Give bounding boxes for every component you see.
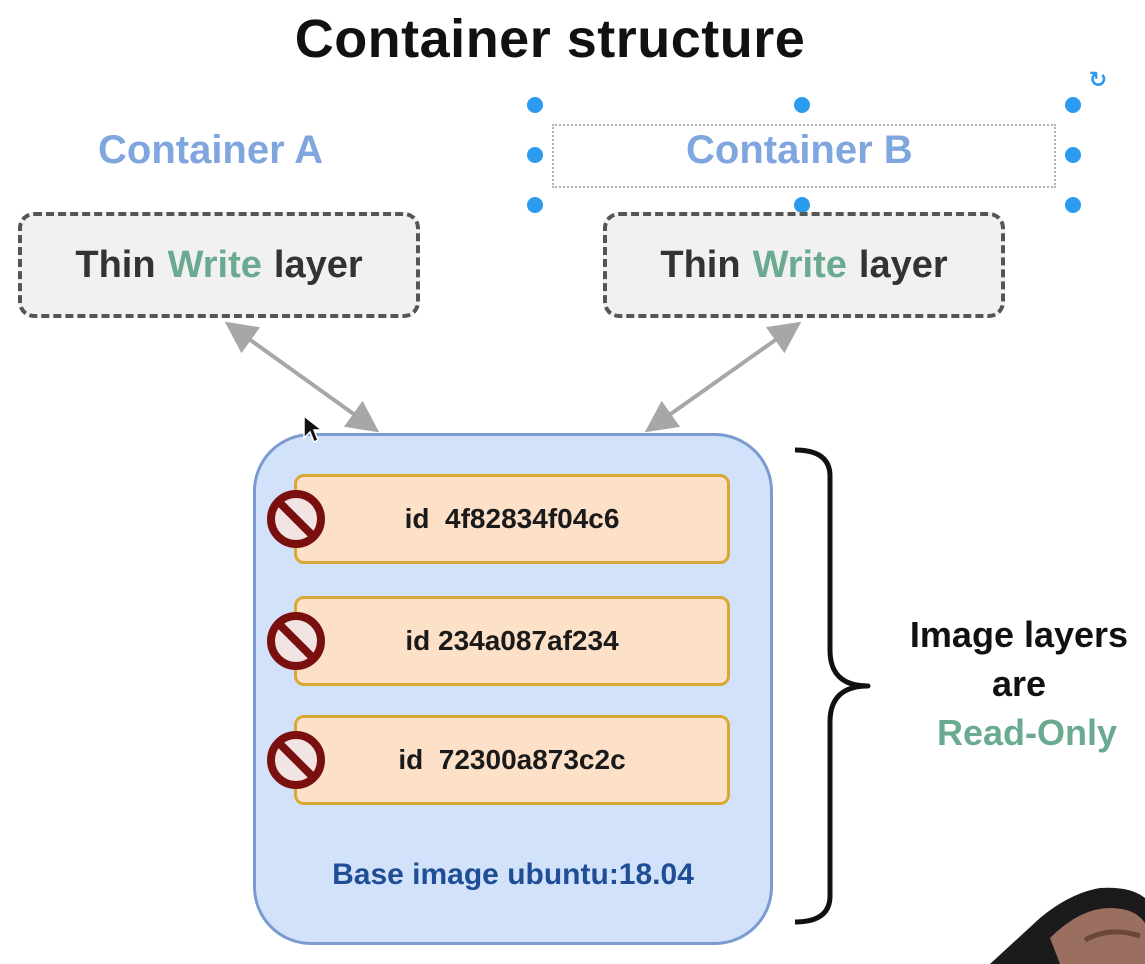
rotate-handle-icon[interactable]: ↻ <box>1088 67 1108 92</box>
arrow-container-b-to-image <box>644 321 802 433</box>
resize-handle-top[interactable] <box>794 97 810 113</box>
resize-handle-bottom-left[interactable] <box>527 197 543 213</box>
no-entry-icon <box>267 731 325 789</box>
image-layer: id 72300a873c2c <box>294 715 730 805</box>
write-layer-suffix: layer <box>273 243 363 286</box>
image-layer: id 234a087af234 <box>294 596 730 686</box>
caption-read-only: Read-Only <box>936 712 1118 753</box>
resize-handle-bottom[interactable] <box>794 197 810 213</box>
selection-box[interactable] <box>552 124 1056 188</box>
no-entry-icon <box>267 490 325 548</box>
no-entry-icon <box>267 612 325 670</box>
resize-handle-right[interactable] <box>1065 147 1081 163</box>
image-layers-caption: Image layers are Read-Only <box>884 610 1145 757</box>
base-image-label: Base image ubuntu:18.04 <box>332 858 694 891</box>
container-a-label: Container A <box>98 128 324 172</box>
presenter-hand-image <box>990 887 1145 964</box>
mouse-pointer-icon <box>303 414 325 444</box>
slide-title: Container structure <box>294 9 806 69</box>
container-b-write-layer: Thin Write layer <box>603 212 1005 318</box>
resize-handle-left[interactable] <box>527 147 543 163</box>
write-layer-prefix: Thin <box>660 243 741 286</box>
write-layer-highlight: Write <box>752 243 847 286</box>
caption-line: are <box>991 663 1047 704</box>
arrow-container-a-to-image <box>224 321 380 433</box>
write-layer-suffix: layer <box>858 243 948 286</box>
resize-handle-bottom-right[interactable] <box>1065 197 1081 213</box>
container-a-write-layer: Thin Write layer <box>18 212 420 318</box>
container-b-label[interactable]: Container B <box>686 128 913 172</box>
write-layer-prefix: Thin <box>75 243 156 286</box>
resize-handle-top-left[interactable] <box>527 97 543 113</box>
write-layer-highlight: Write <box>167 243 262 286</box>
image-layer: id 4f82834f04c6 <box>294 474 730 564</box>
curly-brace <box>794 447 871 925</box>
caption-line: Image layers <box>909 614 1129 655</box>
resize-handle-top-right[interactable] <box>1065 97 1081 113</box>
